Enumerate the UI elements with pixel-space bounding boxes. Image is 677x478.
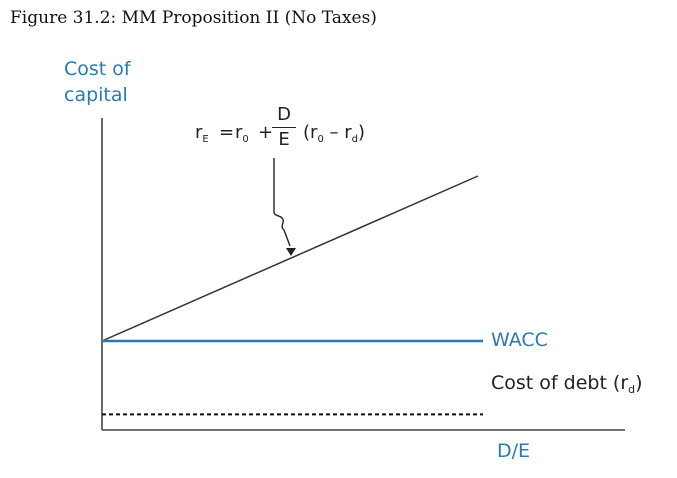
wacc-label: WACC: [491, 329, 548, 351]
figure-caption: Figure 31.2: MM Proposition II (No Taxes…: [10, 8, 377, 28]
fraction-denominator: E: [278, 129, 290, 150]
series-layer: [101, 175, 483, 416]
formula-equals: =: [219, 122, 235, 143]
equity-cost-line: [101, 175, 479, 342]
formula-pointer-arrow: [273, 158, 291, 247]
formula-r0: r0: [235, 122, 249, 145]
formula-fraction: D E: [271, 104, 297, 151]
cost-of-debt-label: Cost of debt (rd): [491, 372, 643, 396]
y-axis-label: Cost of capital: [64, 58, 131, 106]
fraction-bar: [272, 127, 296, 128]
fraction-numerator: D: [277, 104, 291, 125]
formula-lhs: rE: [195, 122, 209, 145]
formula-paren-term: (r0 – rd): [303, 122, 366, 145]
formula-plus: +: [258, 122, 274, 143]
formula-arrowhead: [286, 248, 296, 256]
x-axis-label: D/E: [497, 440, 531, 462]
